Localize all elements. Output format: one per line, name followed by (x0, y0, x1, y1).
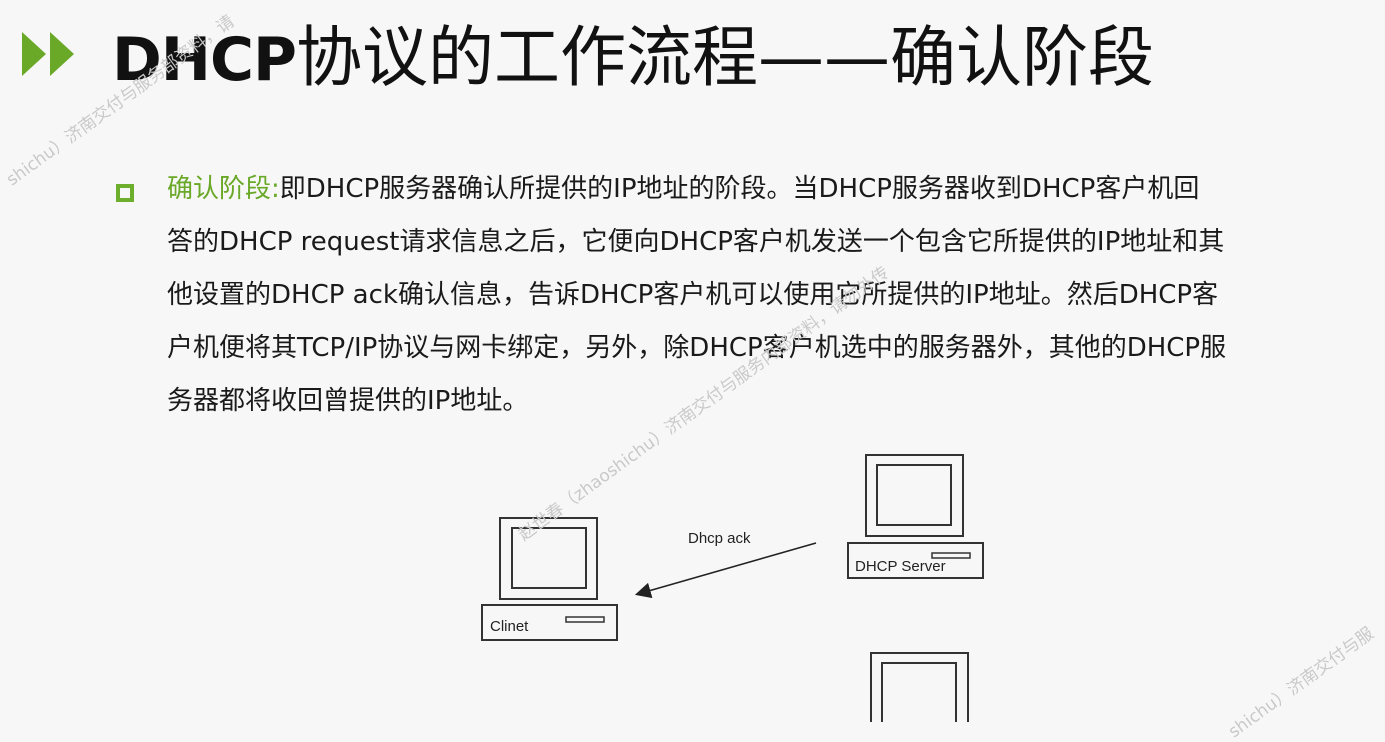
title-dhcp: DHCP (112, 25, 297, 95)
paragraph-line-5: 务器都将收回曾提供的IP地址。 (167, 386, 529, 416)
paragraph-text-1: 即DHCP服务器确认所提供的IP地址的阶段。当DHCP服务器收到DHCP客户机回 (279, 174, 1200, 204)
title-rest: 协议的工作流程——确认阶段 (296, 19, 1155, 96)
bullet-paragraph: 确认阶段:即DHCP服务器确认所提供的IP地址的阶段。当DHCP服务器收到DHC… (167, 163, 1367, 428)
paragraph-line-4: 户机便将其TCP/IP协议与网卡绑定，另外，除DHCP客户机选中的服务器外，其他… (167, 333, 1227, 363)
bullet-term: 确认阶段: (167, 174, 280, 204)
server-label: DHCP Server (855, 558, 946, 575)
page-title: DHCP协议的工作流程——确认阶段 (112, 14, 1154, 104)
paragraph-line-1: 确认阶段:即DHCP服务器确认所提供的IP地址的阶段。当DHCP服务器收到DHC… (167, 163, 1367, 216)
hollow-square-bullet-icon (116, 184, 134, 202)
server-computer: DHCP Server (847, 454, 984, 579)
other-computer (870, 652, 969, 722)
client-computer: Clinet (481, 517, 618, 641)
double-chevron-right-icon (20, 28, 78, 84)
dhcp-ack-diagram: Clinet DHCP Server Dhcp ack (481, 454, 984, 722)
paragraph-line-3: 他设置的DHCP ack确认信息，告诉DHCP客户机可以使用它所提供的IP地址。… (167, 280, 1219, 310)
paragraph-line-2: 答的DHCP request请求信息之后，它便向DHCP客户机发送一个包含它所提… (167, 227, 1225, 257)
ack-arrow (634, 542, 817, 599)
client-label: Clinet (490, 618, 529, 635)
arrow-label: Dhcp ack (688, 530, 751, 547)
